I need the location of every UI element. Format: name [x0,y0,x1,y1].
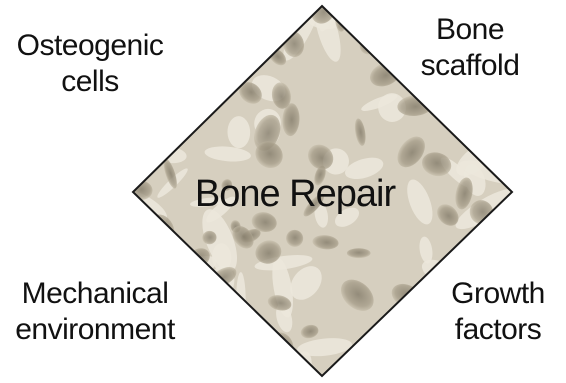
growth-factors-label: Growth factors [430,276,566,348]
osteogenic-cells-label: Osteogenic cells [0,28,180,100]
bone-pore [467,124,486,139]
bone-pore [377,0,393,11]
bone-repair-title: Bone Repair [160,172,430,216]
bone-pore [386,344,403,368]
bone-trabecula [205,310,235,326]
bone-pore [152,105,177,129]
bone-pore [185,23,200,50]
bone-pore [178,359,195,383]
bone-pore [347,248,371,258]
bone-pore [237,39,252,55]
mechanical-environment-label: Mechanical environment [0,276,190,348]
bone-pore [173,0,184,22]
bone-pore [427,372,447,383]
bone-pore [235,349,259,377]
bone-scaffold-label: Bone scaffold [390,12,550,84]
bone-pore [235,50,254,69]
bone-trabecula [503,141,529,208]
bone-pore [501,89,527,113]
bone-pore [188,49,202,64]
bone-trabecula [106,123,159,153]
bone-pore [231,348,256,380]
bone-pore [380,343,397,360]
bone-pore [481,96,519,137]
bone-trabecula [490,102,516,147]
bone-pore [512,0,526,12]
bone-pore [176,40,209,62]
bone-pore [121,108,141,133]
bone-pore [505,0,519,13]
bone-pore [247,31,278,49]
bone-pore [225,0,256,16]
bone-trabecula [499,236,534,269]
bone-trabecula [182,0,207,27]
bone-pore [502,231,521,246]
bone-trabecula [387,342,425,383]
bone-pore [465,246,490,268]
bone-pore [189,311,213,332]
bone-pore [204,284,232,314]
